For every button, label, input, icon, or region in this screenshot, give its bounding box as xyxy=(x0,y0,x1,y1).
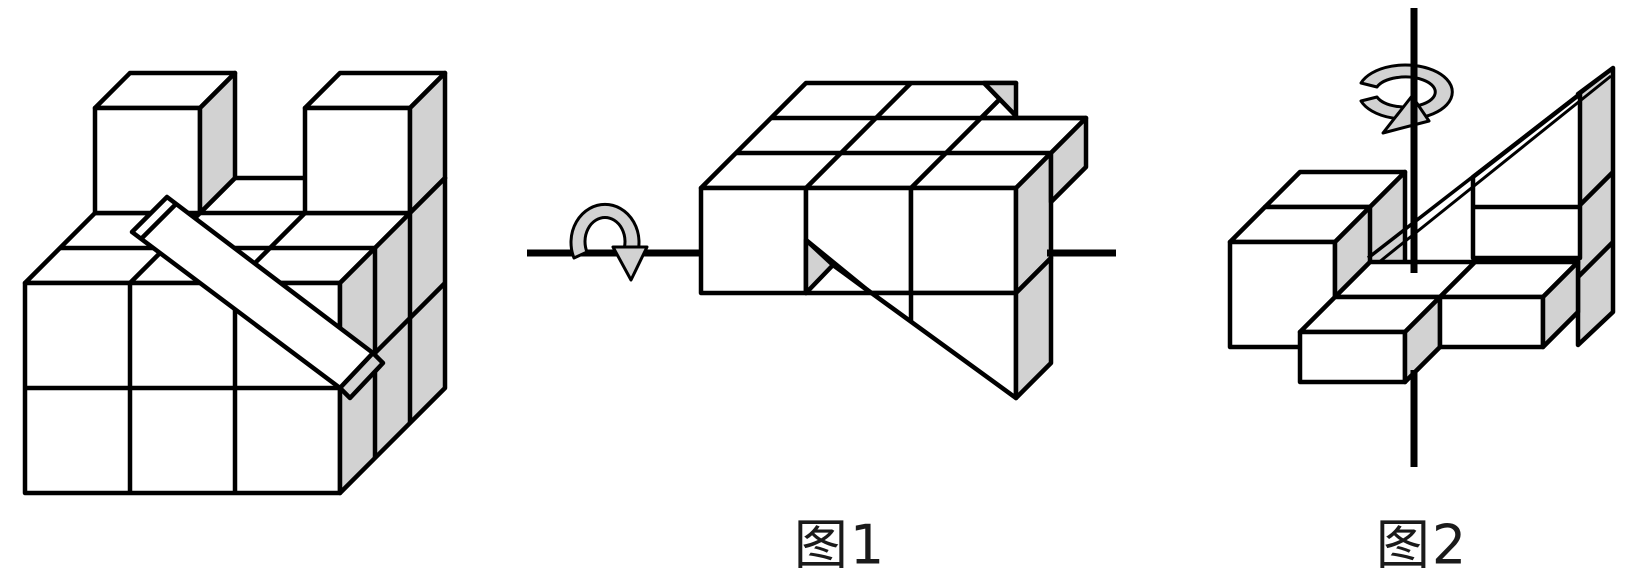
figure-2-solid xyxy=(1227,8,1616,467)
figure-1-solid xyxy=(527,80,1116,401)
figure-left-solid xyxy=(22,70,448,496)
figure2-caption: 图2 xyxy=(1375,513,1469,573)
figure1-caption: 图1 xyxy=(793,513,887,573)
